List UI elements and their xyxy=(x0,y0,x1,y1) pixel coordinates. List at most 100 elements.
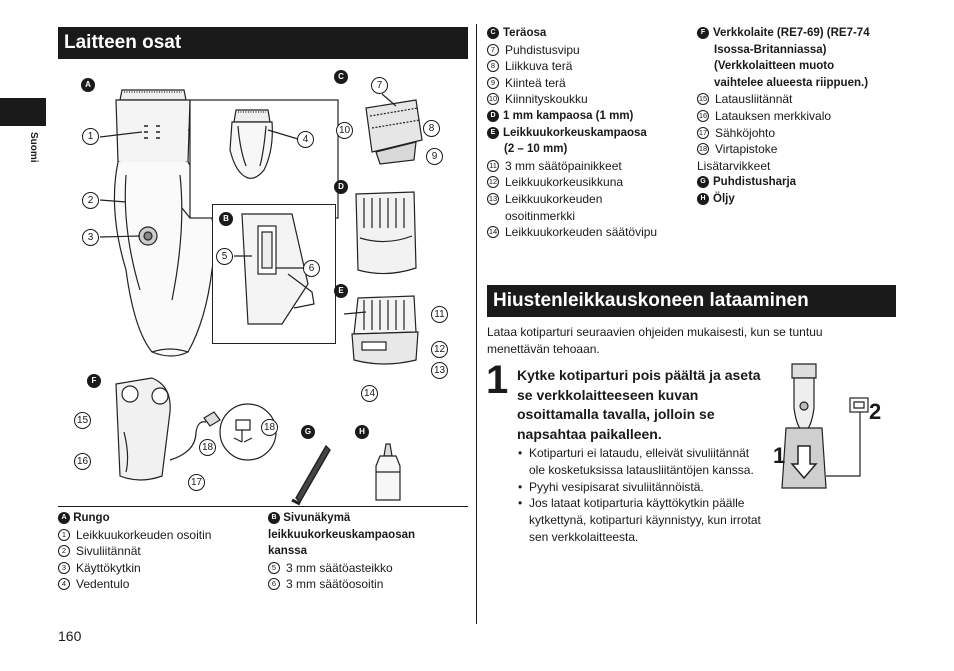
legend-head: C Teräosa xyxy=(487,25,692,42)
legend-badge: E xyxy=(487,126,499,139)
callout-7: 7 xyxy=(371,77,388,94)
callout-18: 18 xyxy=(199,439,216,456)
oil-bottle-drawing xyxy=(375,443,401,501)
legend-head: F Verkkolaite (RE7-69) (RE7-74 xyxy=(697,25,897,42)
trimmer-body-drawing xyxy=(99,89,339,357)
legend-side-view: B Sivunäkymä leikkuukorkeuskampaosan kan… xyxy=(268,510,468,593)
legend-head-line: (Verkkolaitteen muoto xyxy=(714,60,835,73)
step-number: 1 xyxy=(486,358,509,402)
legend-rule xyxy=(58,506,468,507)
legend-badge: G xyxy=(697,176,709,189)
side-view-drawing xyxy=(212,204,336,344)
step-instruction: Kytke kotiparturi pois päältä ja aseta s… xyxy=(517,367,761,442)
figure-badge-d: D xyxy=(334,180,348,194)
legend-badge: F xyxy=(697,26,709,39)
legend-head-text: Verkkolaite (RE7-69) (RE7-74 xyxy=(713,27,870,39)
figure-badge-h: H xyxy=(355,425,369,439)
figure-badge-g: G xyxy=(301,425,315,439)
charging-illustration xyxy=(780,358,890,498)
oil-bottle-figure xyxy=(370,442,406,504)
charging-drawing xyxy=(781,363,869,489)
blade-figure xyxy=(356,90,436,170)
comb-adjustable-figure xyxy=(343,292,426,372)
comb-1mm-figure xyxy=(350,188,422,278)
legend-head-line: vaihtelee alueesta riippuen.) xyxy=(714,76,869,89)
language-label: Suomi xyxy=(28,132,39,163)
figure-badge-e: E xyxy=(334,284,348,298)
column-divider xyxy=(476,24,477,624)
note-item: Pyyhi vesipisarat sivuliitännöistä. xyxy=(517,479,767,496)
legend-head-line: Isossa-Britanniassa) xyxy=(714,43,827,56)
legend-head-line: leikkuukorkeuskampaosan xyxy=(268,528,416,541)
callout-6: 6 xyxy=(303,260,320,277)
legend-head-main-body: A Rungo xyxy=(58,510,248,527)
legend-badge-b: B xyxy=(268,511,280,524)
comb-1mm-drawing xyxy=(355,191,417,275)
callout-3: 3 xyxy=(82,229,99,246)
page-number: 160 xyxy=(58,628,82,644)
legend-badge: D xyxy=(487,109,499,122)
callout-13: 13 xyxy=(431,362,448,379)
legend-badge: C xyxy=(487,26,499,39)
callout-17: 17 xyxy=(188,474,205,491)
callout-8: 8 xyxy=(423,120,440,137)
legend-head: G Puhdistusharja xyxy=(697,174,897,191)
legend-badge: H xyxy=(697,192,709,205)
callout-10: 10 xyxy=(336,122,353,139)
legend-item-continued: osoitinmerkki xyxy=(505,208,576,223)
callout-15: 15 xyxy=(74,412,91,429)
charging-intro: Lataa kotiparturi seuraavien ohjeiden mu… xyxy=(487,325,823,356)
callout-14: 14 xyxy=(361,385,378,402)
note-item: Jos lataat kotiparturia käyttökytkin pää… xyxy=(517,495,767,545)
step-notes: Kotiparturi ei lataudu, elleivät sivulii… xyxy=(517,445,767,546)
section-title-charging: Hiustenleikkauskoneen lataaminen xyxy=(487,285,896,317)
figure-badge-f: F xyxy=(87,374,101,388)
side-view-figure xyxy=(212,204,336,344)
legend-plain: Lisätarvikkeet xyxy=(697,158,771,173)
callout-18-plug: 18 xyxy=(261,419,278,436)
figure-badge-b: B xyxy=(219,212,233,226)
section-title-parts: Laitteen osat xyxy=(58,27,468,59)
figure-label-two: 2 xyxy=(869,399,882,424)
note-item: Kotiparturi ei lataudu, elleivät sivulii… xyxy=(517,445,767,479)
cleaning-brush-drawing xyxy=(291,444,331,506)
callout-5: 5 xyxy=(216,248,233,265)
figure-badge-c: C xyxy=(334,70,348,84)
language-tab-marker xyxy=(0,98,46,126)
legend-head-line: kanssa xyxy=(268,545,308,558)
callout-11: 11 xyxy=(431,306,448,323)
callout-12: 12 xyxy=(431,341,448,358)
legend-head-text: Rungo xyxy=(73,512,110,524)
callout-4: 4 xyxy=(297,131,314,148)
legend-head-text: Teräosa xyxy=(503,27,547,39)
legend-head: E Leikkuukorkeuskampaosa xyxy=(487,125,692,142)
legend-badge-a: A xyxy=(58,511,70,524)
comb-adjustable-drawing xyxy=(343,295,419,365)
callout-2: 2 xyxy=(82,192,99,209)
cleaning-brush-figure xyxy=(290,442,332,508)
figure-label-one: 1 xyxy=(773,443,786,468)
legend-head-text: Leikkuukorkeuskampaosa xyxy=(503,126,647,139)
trimmer-body-figure xyxy=(60,70,340,370)
legend-head-text: Puhdistusharja xyxy=(713,176,797,189)
